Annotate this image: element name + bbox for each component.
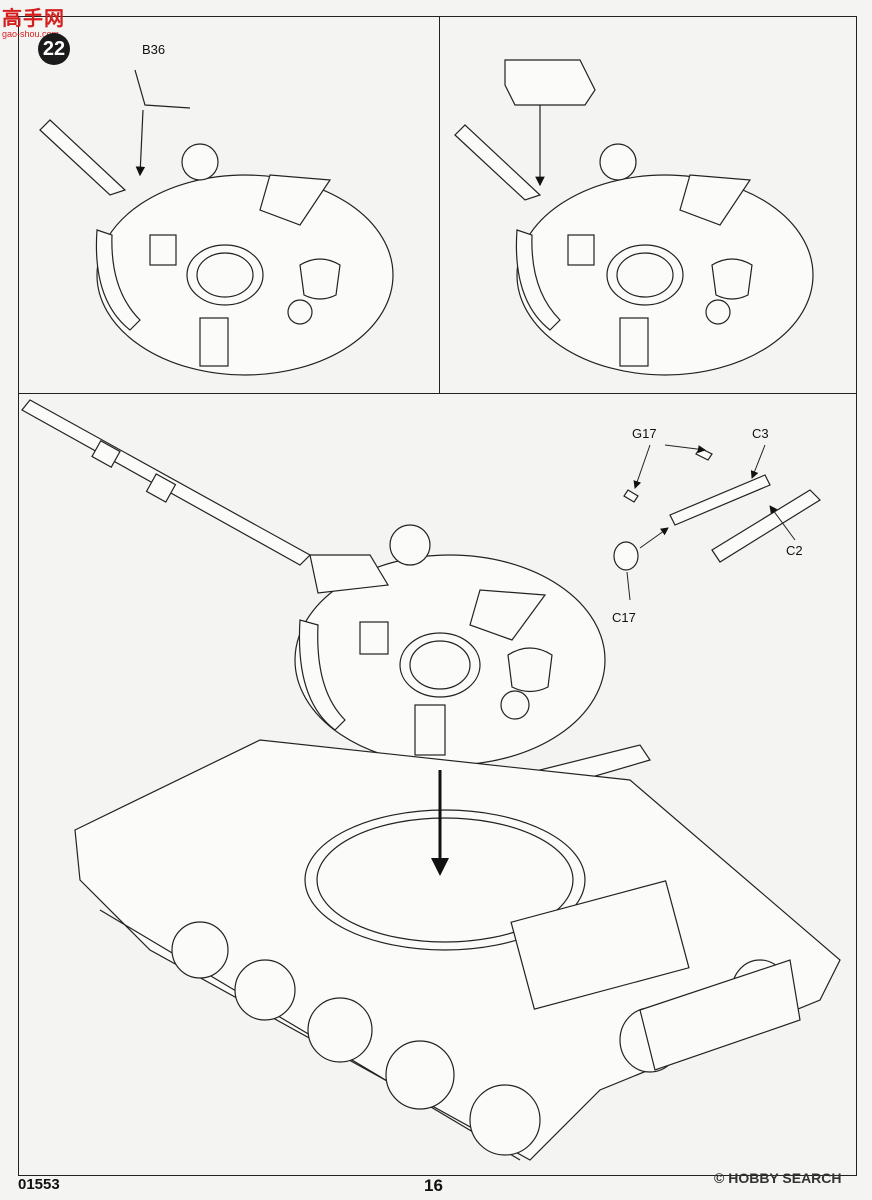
product-code: 01553	[18, 1176, 60, 1193]
leader-lines	[626, 444, 796, 601]
parts-c-panel	[613, 447, 821, 571]
b36-part	[134, 69, 191, 109]
logo-url: gao-shou.com	[2, 29, 60, 39]
turret-panel-c	[21, 399, 651, 799]
label-g17: G17	[632, 426, 657, 441]
b36-arrow	[135, 109, 146, 177]
label-c17: C17	[612, 610, 636, 625]
site-logo: 高手网 gao-shou.com	[2, 2, 65, 39]
turret-panel-b	[454, 59, 814, 376]
tank-hull	[74, 739, 841, 1161]
panel-step-c	[18, 393, 857, 1176]
turret-panel-a	[39, 69, 394, 376]
label-b36: B36	[142, 42, 166, 57]
label-c2: C2	[786, 543, 803, 558]
c17-part	[613, 541, 639, 571]
step-number-badge: 22	[38, 33, 70, 65]
mount-part	[504, 59, 596, 106]
label-c3: C3	[752, 426, 769, 441]
page-number: 16	[424, 1176, 443, 1195]
hobby-search-watermark: © HOBBY SEARCH	[714, 1170, 842, 1186]
c3-part	[669, 474, 771, 526]
gun-barrel-a	[39, 119, 127, 196]
logo-text: 高手网	[2, 6, 65, 30]
